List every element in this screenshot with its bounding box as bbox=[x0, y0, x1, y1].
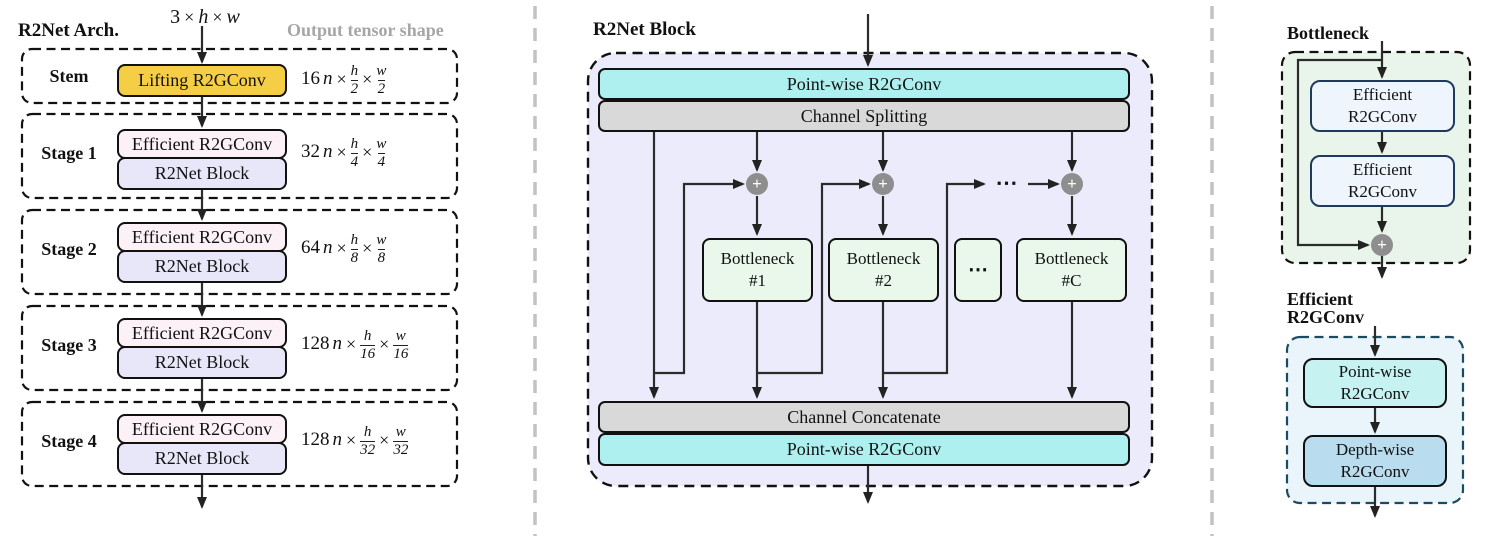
stage2-label: Stage 2 bbox=[41, 239, 97, 259]
pointwise-r2gconv-top-bar: Point-wise R2GConv bbox=[598, 68, 1130, 100]
bottleneck-efficient2-line2: R2GConv bbox=[1348, 182, 1417, 201]
bottleneck-plus-node: + bbox=[1371, 234, 1393, 256]
stage3-label: Stage 3 bbox=[41, 335, 97, 355]
stage4-efficient-r2gconv-box: Efficient R2GConv bbox=[117, 414, 287, 444]
depthwise-line1: Depth-wise bbox=[1335, 439, 1415, 459]
bottleneck1-box: Bottleneck #1 bbox=[702, 238, 813, 302]
skip-bottleneck2-to-dots bbox=[883, 179, 986, 375]
pointwise-line1: Point-wise bbox=[1338, 361, 1412, 381]
pointwise-line2: R2GConv bbox=[1340, 384, 1410, 403]
stage1-r2net-block-box: R2Net Block bbox=[117, 157, 287, 190]
bottleneck2-box: Bottleneck #2 bbox=[828, 238, 939, 302]
bottleneck-efficient1-box: Efficient R2GConv bbox=[1310, 80, 1455, 132]
lifting-r2gconv-box: Lifting R2GConv bbox=[117, 64, 287, 97]
stage3-r2net-block-box: R2Net Block bbox=[117, 346, 287, 379]
depthwise-r2gconv-box: Depth-wise R2GConv bbox=[1303, 435, 1447, 487]
stage4-label: Stage 4 bbox=[41, 431, 97, 451]
pointwise-r2gconv-bottom-bar: Point-wise R2GConv bbox=[598, 433, 1130, 466]
skip-bottleneck1-to-plus2 bbox=[757, 179, 871, 375]
bottleneck-skip-connection bbox=[1296, 58, 1382, 250]
bottleneck2-line1: Bottleneck bbox=[846, 248, 921, 268]
plus-node-1: + bbox=[746, 173, 768, 195]
plus-node-2: + bbox=[872, 173, 894, 195]
bottleneck2-line2: #2 bbox=[875, 271, 892, 290]
depthwise-line2: R2GConv bbox=[1340, 462, 1410, 481]
bottleneckC-line2: #C bbox=[1061, 271, 1082, 290]
bottleneck-ellipsis-box: ⋯ bbox=[954, 238, 1002, 302]
bottleneck-panel-title: Bottleneck bbox=[1287, 23, 1369, 43]
bottleneck-efficient2-box: Efficient R2GConv bbox=[1310, 155, 1455, 207]
stage4-r2net-block-box: R2Net Block bbox=[117, 442, 287, 475]
ellipsis-flow: ⋯ bbox=[995, 170, 1019, 195]
r2net-block-title: R2Net Block bbox=[593, 19, 696, 40]
stage3-efficient-r2gconv-box: Efficient R2GConv bbox=[117, 318, 287, 348]
bottleneckC-box: Bottleneck #C bbox=[1016, 238, 1127, 302]
skip-bypass-to-plus1 bbox=[654, 179, 745, 375]
pointwise-r2gconv-box: Point-wise R2GConv bbox=[1303, 358, 1447, 408]
plus-node-c: + bbox=[1061, 173, 1083, 195]
efficient-panel-title-line1: Efficient bbox=[1287, 289, 1353, 309]
bottleneckC-line1: Bottleneck bbox=[1034, 248, 1109, 268]
output-tensor-shape-header: Output tensor shape bbox=[287, 20, 444, 40]
channel-concatenate-bar: Channel Concatenate bbox=[598, 401, 1130, 433]
bottleneck1-line1: Bottleneck bbox=[720, 248, 795, 268]
stage1-efficient-r2gconv-box: Efficient R2GConv bbox=[117, 129, 287, 159]
stage2-r2net-block-box: R2Net Block bbox=[117, 250, 287, 283]
efficient-panel-title-line2: R2GConv bbox=[1287, 307, 1365, 327]
left-panel-title: R2Net Arch. bbox=[18, 20, 119, 41]
bottleneck-efficient1-line2: R2GConv bbox=[1348, 107, 1417, 126]
input-tensor-shape: 3×h×w bbox=[170, 5, 240, 28]
bottleneck-efficient1-line1: Efficient bbox=[1352, 84, 1413, 104]
stage2-efficient-r2gconv-box: Efficient R2GConv bbox=[117, 222, 287, 252]
stage1-label: Stage 1 bbox=[41, 143, 97, 163]
bottleneck-efficient2-line1: Efficient bbox=[1352, 159, 1413, 179]
channel-splitting-bar: Channel Splitting bbox=[598, 100, 1130, 132]
stem-label: Stem bbox=[49, 66, 89, 86]
bottleneck1-line2: #1 bbox=[749, 271, 766, 290]
